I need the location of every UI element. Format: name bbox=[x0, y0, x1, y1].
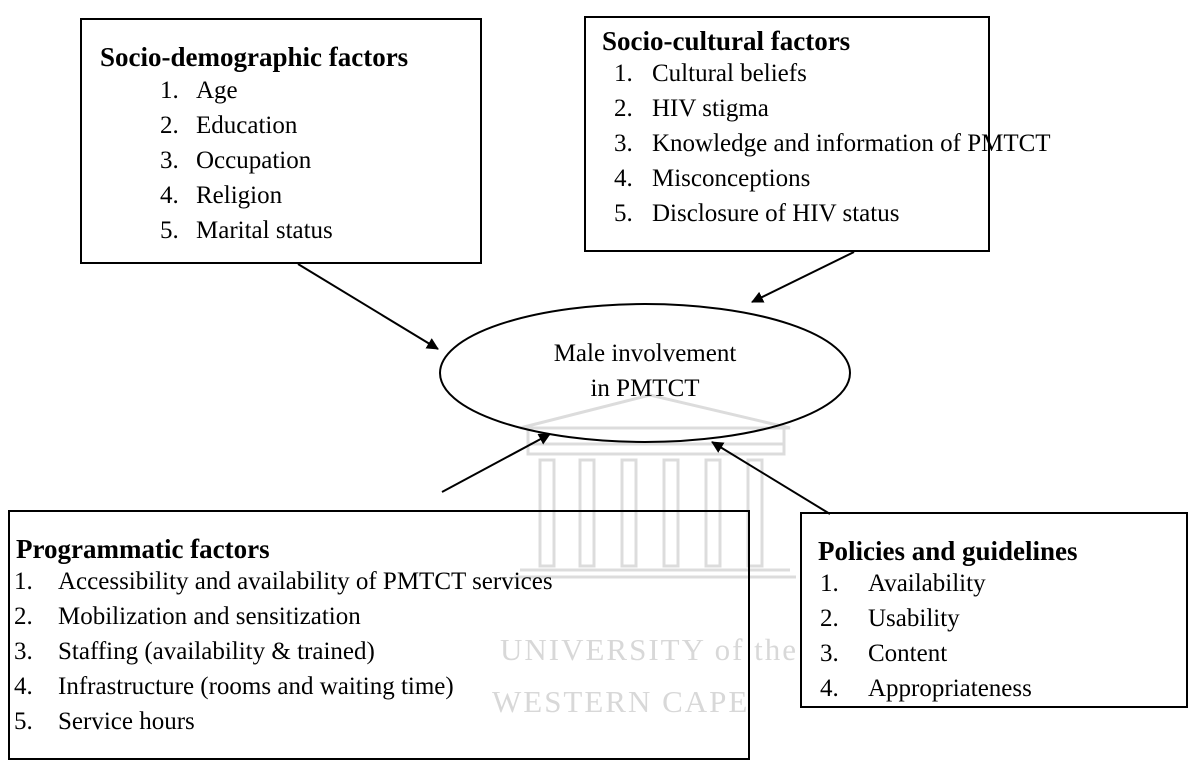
list-item: Occupation bbox=[196, 147, 312, 174]
center-ellipse bbox=[439, 303, 851, 443]
list-item: HIV stigma bbox=[652, 95, 769, 122]
list-item: Cultural beliefs bbox=[652, 60, 807, 87]
policies-title: Policies and guidelines bbox=[818, 536, 1078, 566]
list-item: Service hours bbox=[58, 708, 195, 735]
list-item: Religion bbox=[196, 182, 283, 209]
arrow-policies bbox=[711, 441, 831, 515]
socio-cultural-title: Socio-cultural factors bbox=[602, 26, 851, 56]
list-item: Education bbox=[196, 112, 298, 139]
list-number: 1. bbox=[160, 77, 179, 104]
arrow-socio-demographic bbox=[297, 263, 439, 350]
list-item: Disclosure of HIV status bbox=[652, 200, 900, 227]
center-label-line-1: Male involvement bbox=[553, 340, 737, 367]
socio-cultural-box bbox=[584, 16, 990, 252]
list-number: 5. bbox=[614, 200, 633, 227]
programmatic-title: Programmatic factors bbox=[16, 534, 270, 564]
list-number: 3. bbox=[14, 638, 33, 665]
list-number: 2. bbox=[14, 603, 33, 630]
socio-demographic-box bbox=[80, 18, 482, 264]
list-number: 1. bbox=[14, 568, 33, 595]
list-item: Age bbox=[196, 77, 238, 104]
list-item: Appropriateness bbox=[868, 675, 1032, 702]
center-label-line-2: in PMTCT bbox=[590, 375, 700, 402]
list-number: 2. bbox=[820, 605, 839, 632]
list-number: 5. bbox=[14, 708, 33, 735]
list-number: 2. bbox=[160, 112, 179, 139]
socio-demographic-title: Socio-demographic factors bbox=[100, 42, 409, 72]
list-number: 1. bbox=[614, 60, 633, 87]
list-item: Accessibility and availability of PMTCT … bbox=[58, 568, 553, 595]
list-number: 4. bbox=[160, 182, 179, 209]
list-item: Misconceptions bbox=[652, 165, 811, 192]
list-item: Knowledge and information of PMTCT bbox=[652, 130, 1051, 157]
list-number: 4. bbox=[614, 165, 633, 192]
list-number: 3. bbox=[820, 640, 839, 667]
list-number: 2. bbox=[614, 95, 633, 122]
watermark-line-2: WESTERN CAPE bbox=[492, 684, 750, 719]
list-item: Marital status bbox=[196, 217, 333, 244]
list-number: 4. bbox=[820, 675, 839, 702]
list-item: Staffing (availability & trained) bbox=[58, 638, 375, 665]
list-number: 3. bbox=[160, 147, 179, 174]
list-number: 1. bbox=[820, 570, 839, 597]
list-number: 5. bbox=[160, 217, 179, 244]
list-number: 4. bbox=[14, 673, 33, 700]
list-number: 3. bbox=[614, 130, 633, 157]
arrow-programmatic bbox=[441, 433, 551, 493]
list-item: Availability bbox=[868, 570, 986, 597]
list-item: Content bbox=[868, 640, 948, 667]
watermark-line-1: UNIVERSITY of the bbox=[500, 632, 799, 667]
list-item: Infrastructure (rooms and waiting time) bbox=[58, 673, 454, 700]
list-item: Usability bbox=[868, 605, 960, 632]
arrow-socio-cultural bbox=[751, 251, 855, 303]
policies-box bbox=[800, 512, 1188, 708]
list-item: Mobilization and sensitization bbox=[58, 603, 361, 630]
